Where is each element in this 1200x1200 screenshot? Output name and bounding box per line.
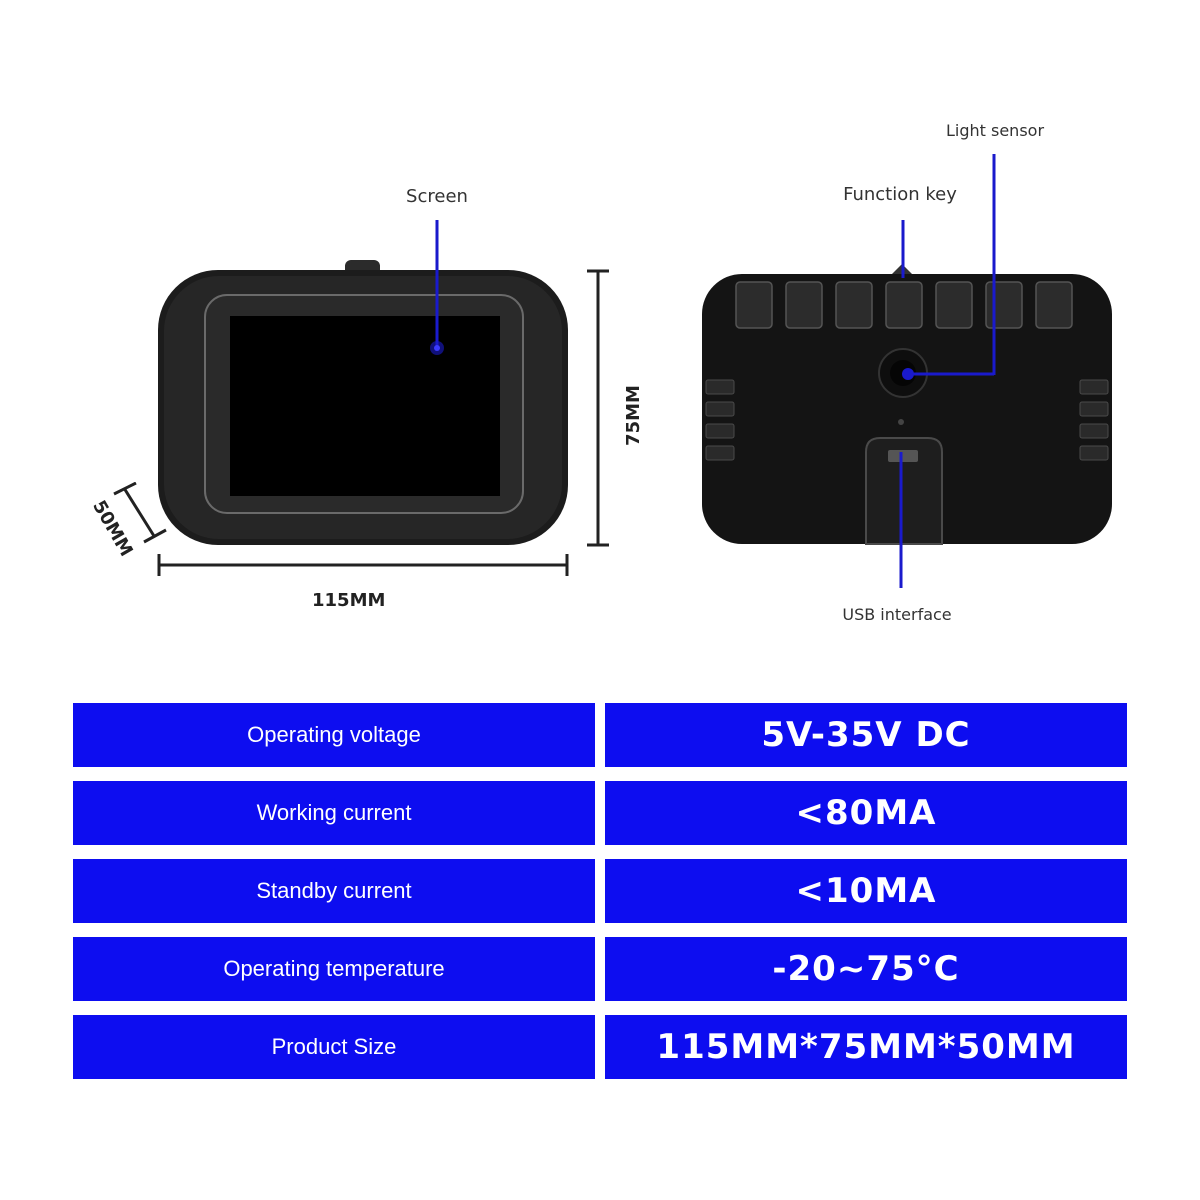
- spec-label-cell: Product Size: [73, 1015, 595, 1079]
- width-dimension-label: 115MM: [312, 590, 386, 611]
- depth-dimension-line: [113, 482, 167, 544]
- spec-value-cell: 115MM*75MM*50MM: [605, 1015, 1127, 1079]
- light-sensor-callout-label: Light sensor: [945, 121, 1045, 140]
- spec-value-cell: 5V-35V DC: [605, 703, 1127, 767]
- usb-interface-callout-label: USB interface: [842, 605, 952, 624]
- width-dimension-line: [157, 554, 569, 576]
- front-view-device: [158, 260, 568, 545]
- function-key-callout-label: Function key: [843, 184, 957, 205]
- spec-value-cell: -20~75°C: [605, 937, 1127, 1001]
- spec-value-cell: <10MA: [605, 859, 1127, 923]
- height-dimension-label: 75MM: [622, 385, 644, 446]
- screen-callout-label: Screen: [406, 186, 468, 207]
- function-key-callout-line: [901, 220, 905, 278]
- spec-label-cell: Operating temperature: [73, 937, 595, 1001]
- spec-label-cell: Operating voltage: [73, 703, 595, 767]
- screen: [230, 316, 500, 496]
- spec-label-cell: Standby current: [73, 859, 595, 923]
- height-dimension-line: [587, 269, 609, 547]
- usb-callout-line: [899, 452, 903, 588]
- light-sensor-callout-line: [902, 154, 996, 380]
- spec-value-cell: <80MA: [605, 781, 1127, 845]
- spec-label-cell: Working current: [73, 781, 595, 845]
- screen-callout-line: [430, 220, 444, 355]
